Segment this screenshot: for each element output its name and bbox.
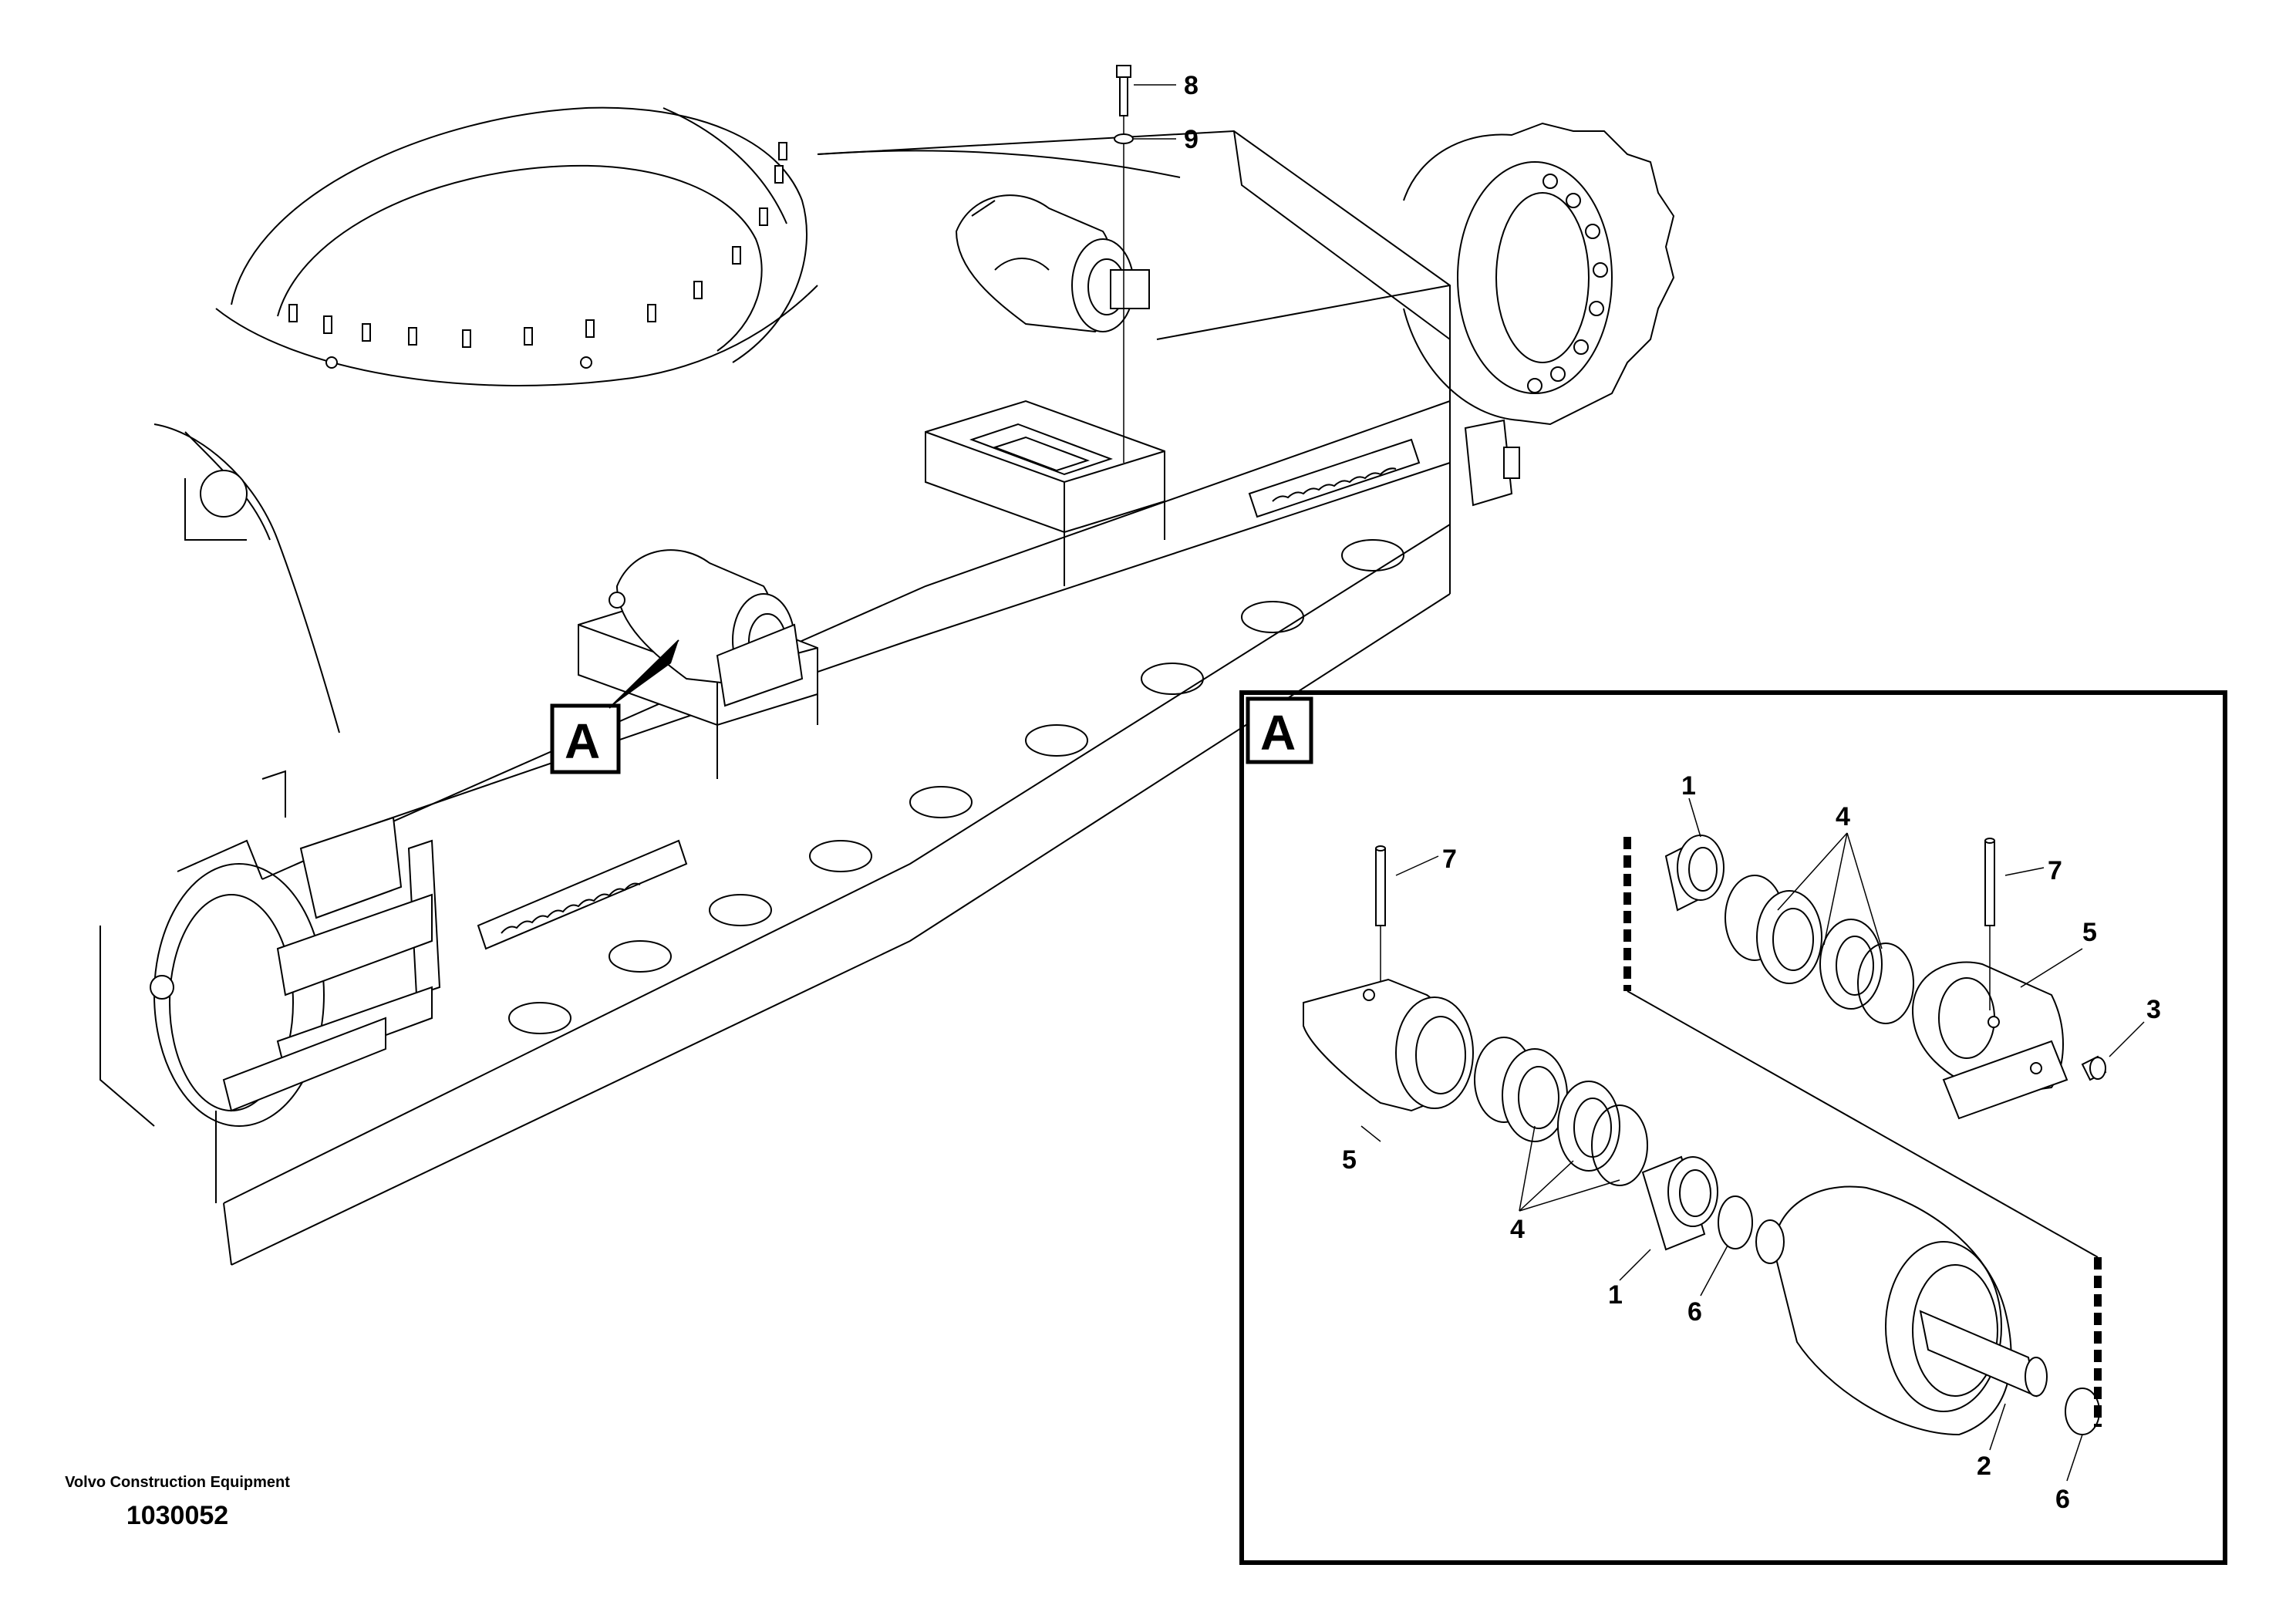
label-plug: 3	[2146, 995, 2161, 1024]
label-oring-mid: 6	[1687, 1297, 1702, 1327]
label-seals-lower: 4	[1510, 1215, 1525, 1244]
pin-left	[1375, 845, 1386, 995]
label-bracket-right: 5	[2082, 918, 2097, 947]
upper-seals	[1725, 875, 1914, 1024]
lower-seals	[1474, 1037, 1648, 1186]
undercarriage-frame-drawing: 8 9 A	[99, 65, 1675, 1266]
upper-bushing	[1664, 835, 1725, 912]
ring-bolts	[288, 142, 787, 369]
detail-frame	[1239, 690, 2227, 1565]
front-idler	[99, 770, 441, 1203]
washer-9	[1114, 133, 1134, 144]
label-pin-left: 7	[1442, 845, 1457, 874]
left-bracket	[1303, 978, 1474, 1112]
bolt-8	[1116, 65, 1131, 116]
roller-shaft	[1755, 1185, 2048, 1436]
label-bolt: 8	[1184, 71, 1199, 100]
track-rollers	[508, 539, 1404, 1034]
label-bushing-lower: 1	[1608, 1280, 1623, 1310]
right-bracket	[1911, 961, 2068, 1120]
label-bushing-upper: 1	[1681, 771, 1696, 801]
document-number: 1030052	[126, 1501, 229, 1530]
detail-letter-box	[1246, 696, 1313, 764]
label-bracket-left: 5	[1342, 1145, 1357, 1175]
pin-right	[1984, 838, 1995, 1010]
label-pin-right: 7	[2048, 856, 2062, 885]
lower-bushing	[1641, 1155, 1718, 1251]
plug	[2081, 1055, 2107, 1081]
detail-a-roller	[609, 549, 804, 707]
callout-a-main: A	[550, 639, 679, 774]
upper-roller-mount-block	[925, 400, 1165, 586]
label-seals-upper: 4	[1836, 802, 1850, 831]
callout-a-letter: A	[565, 713, 600, 769]
drive-sprocket	[1403, 122, 1675, 507]
label-oring-end: 6	[2055, 1485, 2070, 1514]
label-washer: 9	[1184, 125, 1199, 154]
label-shaft: 2	[1977, 1452, 1991, 1481]
detail-panel-a: A	[1239, 690, 2227, 1565]
detail-a-letter: A	[1260, 705, 1296, 760]
maker-name: Volvo Construction Equipment	[65, 1474, 290, 1491]
footer: Volvo Construction Equipment 1030052	[54, 1473, 301, 1531]
oring-mid	[1718, 1195, 1753, 1249]
upper-carrier-roller	[955, 194, 1150, 333]
